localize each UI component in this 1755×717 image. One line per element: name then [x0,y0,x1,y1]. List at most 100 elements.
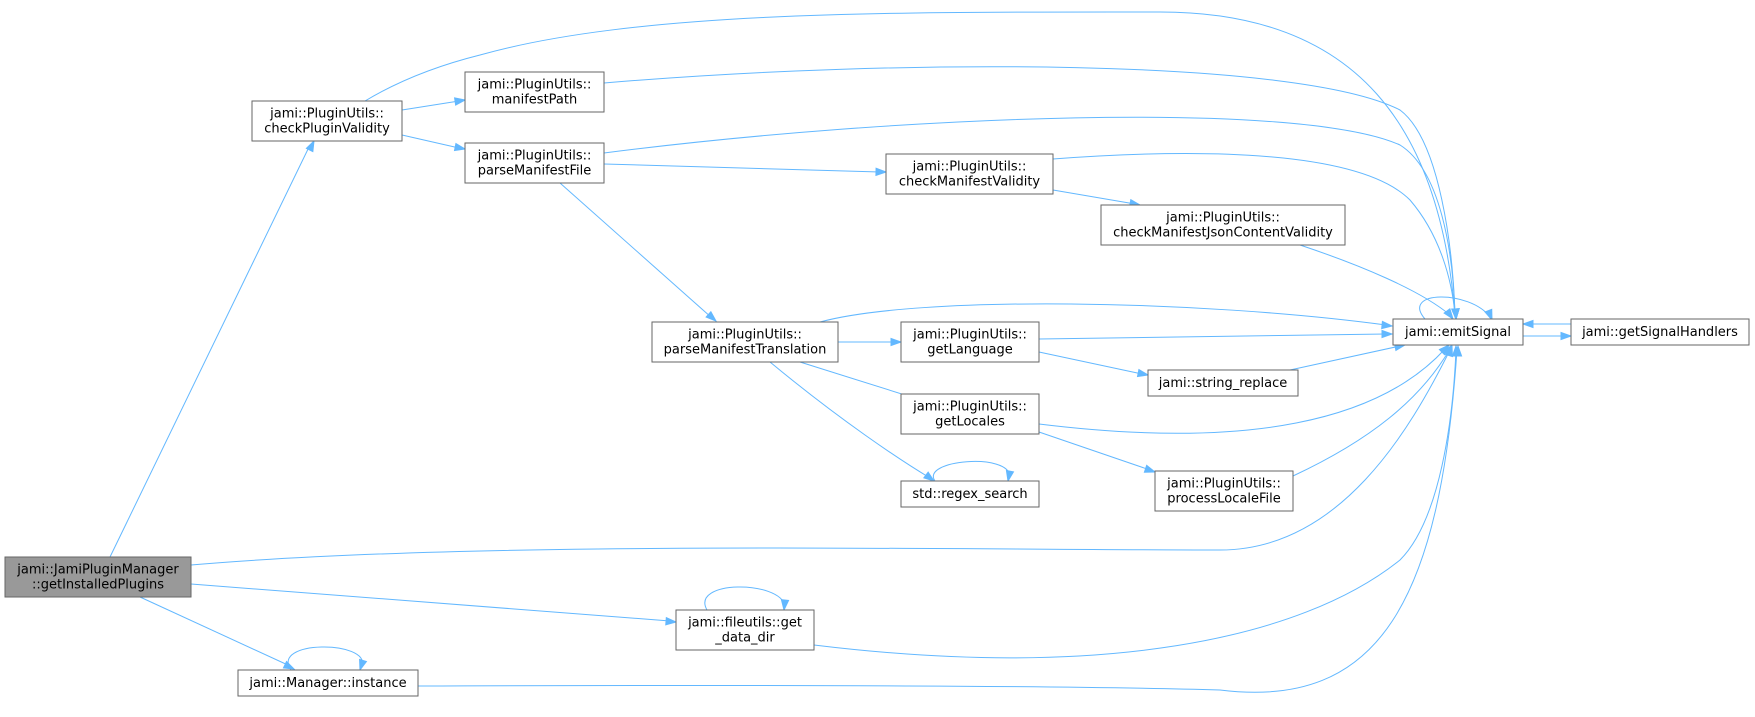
edge-emitSignal-to-emitSignal [1419,296,1493,322]
edge-line [932,460,1011,482]
node-parseManifestFile[interactable]: jami::PluginUtils::parseManifestFile [464,142,605,184]
node-box [237,669,419,697]
arrow-head-icon [1451,308,1460,321]
edge-line [190,583,671,622]
node-label: jami::PluginUtils:: [477,78,592,93]
edge-line [364,11,1456,316]
arrow-head-icon [780,599,790,612]
node-processLocaleFile[interactable]: jami::PluginUtils::processLocaleFile [1154,470,1294,512]
edge-processLocaleFile-to-emitSignal [1292,343,1453,477]
arrow-head-icon [1143,464,1157,473]
edge-line [769,361,931,479]
edge-getSignalHandlers-to-emitSignal [1521,319,1571,329]
node-label: jami::PluginUtils:: [269,107,384,122]
node-manifestPath[interactable]: jami::PluginUtils::manifestPath [464,71,605,113]
node-box [900,393,1040,435]
arrow-head-icon [923,471,936,482]
node-regex_search[interactable]: std::regex_search [900,480,1040,508]
edge-getInstalledPlugins-to-get_data_dir [190,583,678,626]
node-string_replace[interactable]: jami::string_replace [1147,369,1299,397]
arrow-head-icon [1443,308,1454,321]
arrow-head-icon [875,167,888,177]
edge-line [819,303,1387,326]
node-label: std::regex_search [912,487,1027,502]
edge-parseManifestTranslation-to-emitSignal [819,303,1394,330]
edge-line [1289,345,1401,371]
node-label: parseManifestFile [478,164,592,179]
edge-line [1292,348,1451,477]
edge-instance-to-instance [287,646,368,672]
node-box [4,556,192,598]
node-emitSignal[interactable]: jami::emitSignal [1392,318,1524,346]
edge-parseManifestTranslation-to-getLanguage [838,337,903,347]
edge-line [603,163,881,173]
edge-getInstalledPlugins-to-instance [139,596,296,670]
node-label: jami::PluginUtils:: [912,160,1027,175]
edge-line [559,182,713,319]
node-getLanguage[interactable]: jami::PluginUtils::getLanguage [900,321,1040,363]
edge-line [603,116,1456,316]
edge-line [417,349,1458,693]
node-label: checkManifestJsonContentValidity [1113,226,1333,241]
edge-checkPluginValidity-to-parseManifestFile [401,134,467,152]
arrow-head-icon [453,142,467,152]
arrow-head-icon [1136,368,1150,378]
edges-layer [109,11,1573,693]
edge-line [139,596,291,667]
edge-line [401,134,460,149]
arrow-head-icon [665,616,678,626]
edge-line [1038,351,1143,375]
node-label: jami::string_replace [1158,376,1287,391]
edge-checkPluginValidity-to-manifestPath [401,97,467,111]
node-label: processLocaleFile [1167,492,1280,507]
edge-line [109,144,311,558]
node-checkPluginValidity[interactable]: jami::PluginUtils::checkPluginValidity [251,100,403,142]
node-box [900,321,1040,363]
node-checkManifestJsonContentValidity[interactable]: jami::PluginUtils::checkManifestJsonCont… [1100,204,1346,246]
node-label: jami::emitSignal [1404,325,1511,340]
node-label: jami::PluginUtils:: [912,400,1027,415]
node-box [251,100,403,142]
edge-line [1052,153,1456,316]
node-label: ::getInstalledPlugins [32,578,164,593]
node-box [885,153,1054,195]
node-label: jami::Manager::instance [248,676,406,691]
edge-checkManifestJsonContentValidity-to-emitSignal [1299,244,1454,321]
node-label: jami::fileutils::get [687,616,802,631]
node-getSignalHandlers[interactable]: jami::getSignalHandlers [1570,318,1750,346]
node-label: jami::PluginUtils:: [1166,477,1281,492]
edge-string_replace-to-emitSignal [1289,342,1407,371]
arrow-head-icon [1521,319,1534,329]
edge-getLanguage-to-emitSignal [1038,329,1394,340]
edge-line [1038,333,1387,340]
edge-parseManifestFile-to-parseManifestTranslation [559,182,718,322]
edge-emitSignal-to-getSignalHandlers [1523,331,1573,341]
node-instance[interactable]: jami::Manager::instance [237,669,419,697]
edge-parseManifestFile-to-checkManifestValidity [603,163,888,177]
node-getLocales[interactable]: jami::PluginUtils::getLocales [900,393,1040,435]
edge-checkManifestValidity-to-checkManifestJsonContentValidity [1052,189,1142,208]
arrow-head-icon [890,337,903,347]
edge-line [1038,431,1151,471]
node-box [1570,318,1750,346]
edge-instance-to-emitSignal [417,344,1463,693]
arrow-head-icon [453,97,467,106]
node-box [1100,204,1346,246]
node-checkManifestValidity[interactable]: jami::PluginUtils::checkManifestValidity [885,153,1054,195]
node-parseManifestTranslation[interactable]: jami::PluginUtils::parseManifestTranslat… [651,321,839,363]
edge-getInstalledPlugins-to-checkPluginValidity [109,139,315,558]
node-getInstalledPlugins[interactable]: jami::JamiPluginManager::getInstalledPlu… [4,556,192,598]
arrow-head-icon [1381,329,1394,339]
edge-get_data_dir-to-get_data_dir [704,586,790,612]
edge-line [401,100,460,111]
edge-parseManifestTranslation-to-regex_search [769,361,936,482]
node-box [1154,470,1294,512]
edge-line [1052,189,1136,205]
node-label: checkPluginValidity [264,122,390,137]
node-box [1147,369,1299,397]
arrow-head-icon [1442,343,1453,357]
node-label: jami::PluginUtils:: [477,149,592,164]
node-get_data_dir[interactable]: jami::fileutils::get_data_dir [675,609,815,651]
arrow-head-icon [705,310,718,322]
